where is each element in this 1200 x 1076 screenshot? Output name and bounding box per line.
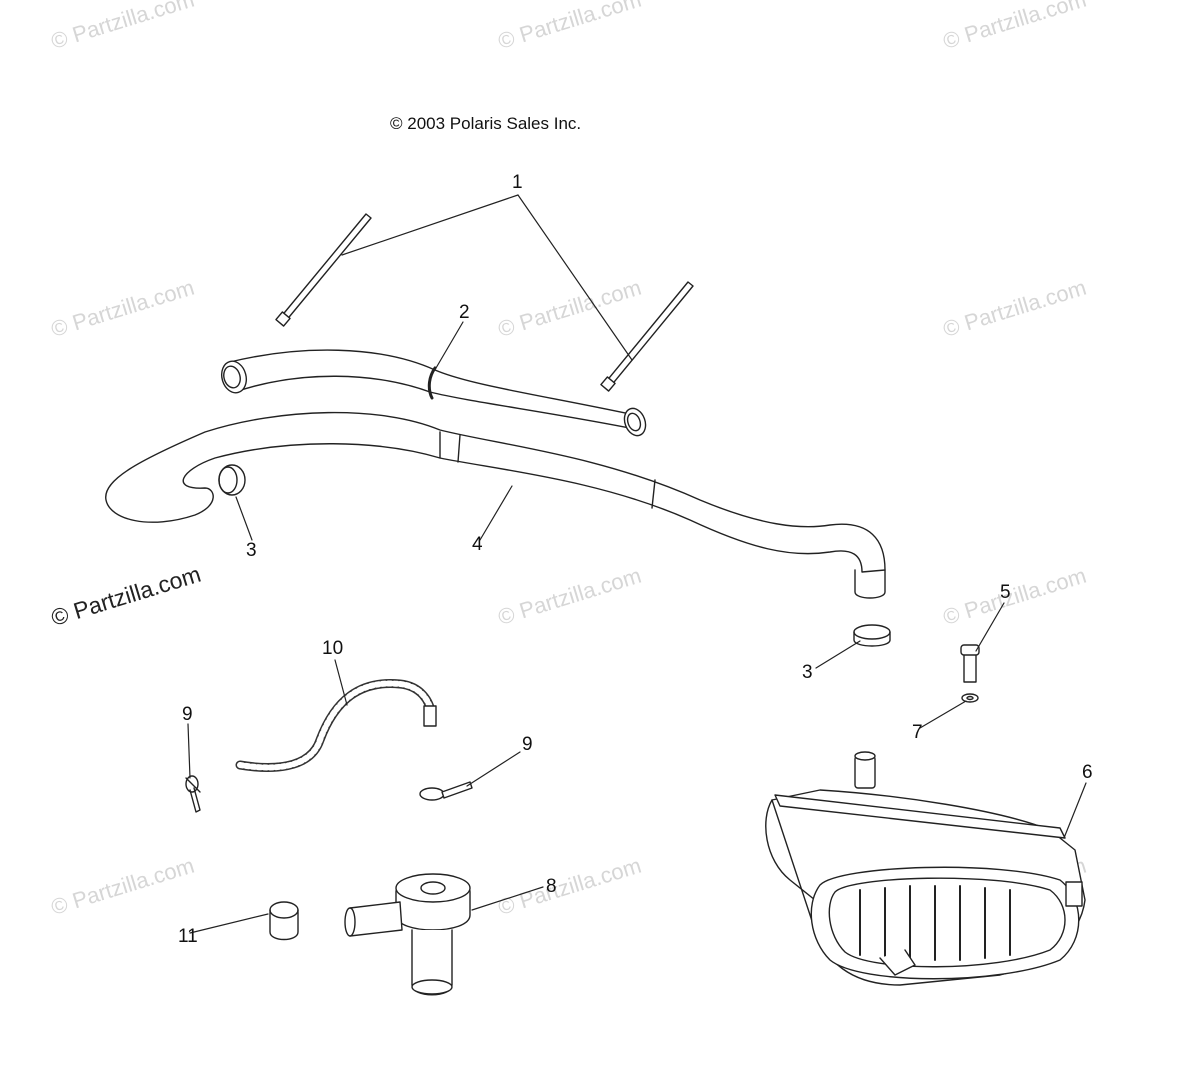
callout-3-upper: 3 (246, 540, 257, 561)
part-5-bolt (960, 644, 980, 683)
part-4-lower-hose (105, 411, 886, 599)
callout-9-left: 9 (182, 704, 193, 725)
callout-1: 1 (512, 172, 523, 193)
part-7-washer (961, 693, 979, 703)
callout-2: 2 (459, 302, 470, 323)
part-11-grommet (269, 901, 299, 941)
callout-11: 11 (178, 926, 198, 947)
leader-lines (187, 194, 1087, 934)
part-1-cable-tie-left (275, 213, 372, 327)
callout-6: 6 (1082, 762, 1093, 783)
callout-10: 10 (322, 638, 344, 659)
callout-4: 4 (472, 534, 483, 555)
part-10-wire-harness (235, 679, 437, 772)
part-8-valve (344, 873, 471, 996)
callout-7: 7 (912, 722, 923, 743)
part-2-upper-hose (220, 349, 647, 437)
part-3-clamp-upper (218, 464, 246, 496)
part-3-clamp-lower (853, 624, 891, 647)
callout-5: 5 (1000, 582, 1011, 603)
part-1-cable-tie-right (600, 281, 694, 392)
part-9-clip-left (185, 775, 201, 813)
part-9-clip-right (419, 781, 473, 801)
callout-8: 8 (546, 876, 557, 897)
part-6-air-box (765, 751, 1086, 986)
callout-3-lower: 3 (802, 662, 813, 683)
copyright-notice: © 2003 Polaris Sales Inc. (390, 114, 582, 133)
callout-9-right: 9 (522, 734, 533, 755)
